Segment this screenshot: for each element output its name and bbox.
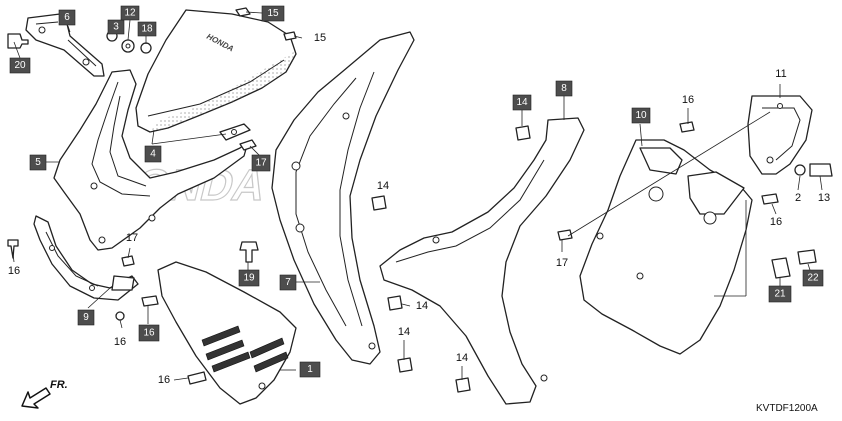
callout-20: 20: [9, 57, 31, 74]
part-5-left-inner-cover: [53, 69, 249, 251]
clip-16-lower: [115, 311, 125, 321]
reference-code: KVTDF1200A: [756, 403, 818, 414]
callout-5: 5: [29, 154, 47, 171]
svg-text:10: 10: [635, 110, 647, 121]
clip-21: [771, 257, 791, 279]
leader-lines: [12, 11, 823, 381]
svg-text:14: 14: [516, 97, 528, 108]
callout-3: 3: [107, 19, 125, 35]
callout-1: 1: [299, 361, 321, 378]
part-6-stay-bracket: [7, 13, 105, 77]
callout-14-boxed: 14: [512, 94, 532, 111]
svg-text:19: 19: [243, 273, 255, 284]
grommet-2: [794, 164, 806, 176]
callout-11: 11: [775, 68, 786, 80]
callout-16-boxed: 16: [138, 324, 160, 342]
part-10-inner-panel: [579, 139, 753, 355]
svg-text:4: 4: [150, 149, 156, 160]
bolt-19: [239, 241, 259, 263]
callout-17-boxed: 17: [251, 154, 271, 172]
callout-8: 8: [555, 80, 573, 97]
svg-text:7: 7: [285, 277, 291, 288]
callout-10: 10: [631, 107, 651, 124]
nut-18: [140, 42, 152, 54]
svg-text:5: 5: [35, 157, 41, 168]
callout-14-upper: 14: [377, 180, 389, 192]
direction-label: FR.: [50, 379, 68, 391]
svg-text:22: 22: [807, 273, 819, 284]
svg-text:8: 8: [561, 83, 567, 94]
screw-16-left: [7, 239, 19, 259]
svg-text:18: 18: [141, 24, 153, 35]
svg-text:17: 17: [255, 158, 267, 169]
svg-text:12: 12: [124, 8, 136, 19]
screw-17-right: [557, 229, 573, 241]
callout-17-left: 17: [126, 232, 138, 244]
clip-14-b: [371, 195, 387, 211]
svg-text:20: 20: [14, 60, 26, 71]
mount-bracket-4: [219, 123, 251, 141]
callout-16-lower-left: 16: [114, 336, 126, 348]
screw-16-mid: [141, 295, 159, 307]
bolt-17-screen: [239, 139, 257, 151]
bolt-13: [809, 163, 833, 177]
screw-16-right-lower: [761, 193, 779, 205]
callout-21: 21: [768, 285, 792, 303]
callout-7: 7: [279, 274, 297, 291]
callout-19: 19: [238, 269, 260, 287]
callout-9: 9: [77, 309, 95, 326]
callout-16-bottom: 16: [158, 374, 170, 386]
bolt-20: [7, 33, 29, 49]
callout-12: 12: [120, 5, 140, 21]
svg-text:15: 15: [267, 8, 279, 19]
callout-4: 4: [144, 145, 162, 163]
clip-14-c: [387, 295, 403, 311]
callout-14-mid: 14: [416, 300, 428, 312]
clip-14-e: [455, 377, 471, 393]
callout-16-right-lower: 16: [770, 216, 782, 228]
svg-text:21: 21: [774, 289, 786, 300]
callout-15-boxed: 15: [261, 5, 285, 22]
callout-16-right-upper: 16: [682, 94, 694, 106]
part-9-lower-stay: [33, 215, 139, 301]
svg-text:6: 6: [64, 12, 70, 23]
part-8-front-cover: [379, 117, 585, 405]
leader-6: [67, 25, 71, 33]
clip-15-top: [235, 7, 251, 17]
callout-6: 6: [58, 9, 76, 26]
callout-13: 13: [818, 192, 830, 204]
svg-text:1: 1: [307, 364, 313, 375]
part-1-lower-panel: [157, 261, 297, 405]
svg-text:9: 9: [83, 312, 89, 323]
front-direction-arrow: FR.: [21, 379, 68, 409]
svg-text:3: 3: [113, 22, 119, 33]
callout-22: 22: [802, 269, 824, 287]
screw-16-lower: [187, 371, 207, 385]
clip-15-side: [283, 31, 297, 41]
windscreen: HONDA: [135, 9, 297, 133]
part-11-upper-trim: [747, 95, 813, 175]
clip-14-a: [515, 125, 531, 141]
callout-16-left: 16: [8, 265, 20, 277]
callout-15-plain: 15: [314, 32, 326, 44]
part-7-inner-cover: [271, 31, 415, 365]
callout-14-bottom: 14: [456, 352, 468, 364]
svg-text:16: 16: [143, 328, 155, 339]
nut-group: [106, 30, 152, 54]
screw-16-right-upper: [679, 121, 695, 133]
callout-14-lower: 14: [398, 326, 410, 338]
clip-14-d: [397, 357, 413, 373]
callout-18: 18: [137, 21, 157, 37]
screw-22: [797, 249, 817, 265]
callout-2: 2: [795, 192, 801, 204]
callout-17-right: 17: [556, 257, 568, 269]
